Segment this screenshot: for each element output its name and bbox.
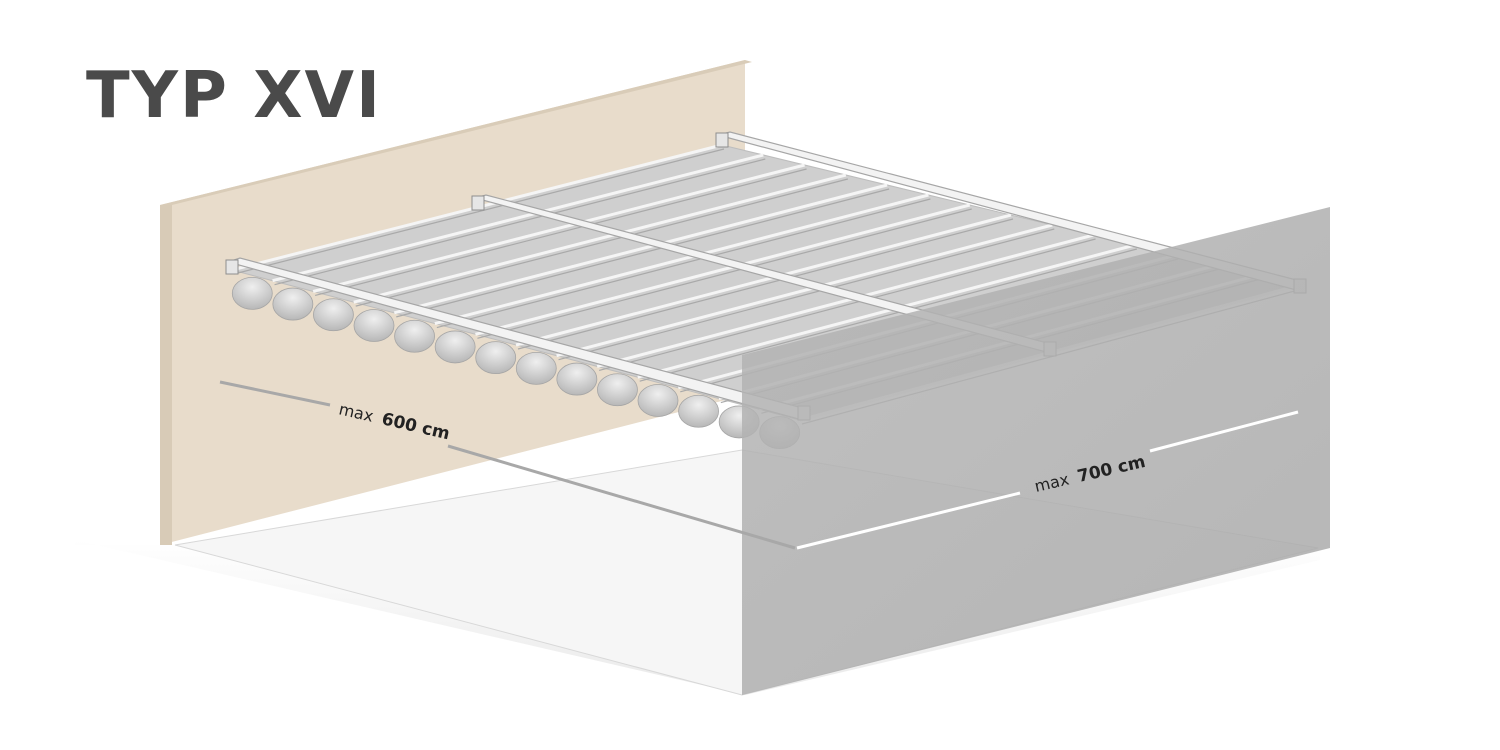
fabric-bulge: [434, 330, 476, 364]
fabric-rib: [556, 223, 1053, 358]
rail-end-cap: [471, 195, 485, 211]
fabric-rib-shadow: [598, 238, 1096, 372]
right-wall: [742, 207, 1330, 695]
fabric-rib: [272, 153, 764, 283]
fabric-rib: [393, 183, 888, 315]
fabric-rib: [312, 163, 805, 293]
fabric-bulge: [313, 298, 354, 332]
left-wall-top: [160, 60, 752, 205]
fabric-rib-shadow: [396, 188, 890, 318]
fabric-rib-shadow: [274, 158, 766, 286]
fabric-bulge: [637, 384, 679, 417]
fabric-bulge: [231, 276, 273, 310]
fabric-bulge: [394, 319, 435, 353]
fabric-rib: [637, 243, 1136, 379]
rail-end-cap: [715, 132, 729, 148]
fabric-bulge: [475, 341, 517, 375]
fabric-rib-shadow: [477, 208, 972, 339]
fabric-rib-shadow: [314, 168, 807, 297]
fabric-bulge: [597, 373, 638, 407]
fabric-rib: [434, 193, 929, 326]
fabric-rib: [596, 233, 1094, 368]
fabric-bulge: [678, 394, 719, 428]
fabric-bulge: [556, 362, 598, 396]
fabric-rib-shadow: [558, 228, 1055, 361]
fabric-rib-shadow: [355, 178, 849, 307]
fabric-rib: [515, 213, 1012, 347]
fabric-rib-shadow: [639, 248, 1138, 382]
left-wall-edge: [160, 205, 172, 545]
fabric-bulge: [272, 287, 314, 321]
fabric-rib-shadow: [233, 148, 725, 275]
fabric-bulge: [353, 309, 395, 342]
fabric-bulge: [515, 351, 557, 385]
fabric-rib: [475, 203, 971, 336]
fabric-rib: [353, 173, 847, 304]
fabric-rib-shadow: [436, 198, 931, 329]
fabric-rib-shadow: [517, 218, 1014, 350]
page-title: TYP XVI: [86, 59, 382, 133]
rail-end-cap: [225, 259, 239, 275]
